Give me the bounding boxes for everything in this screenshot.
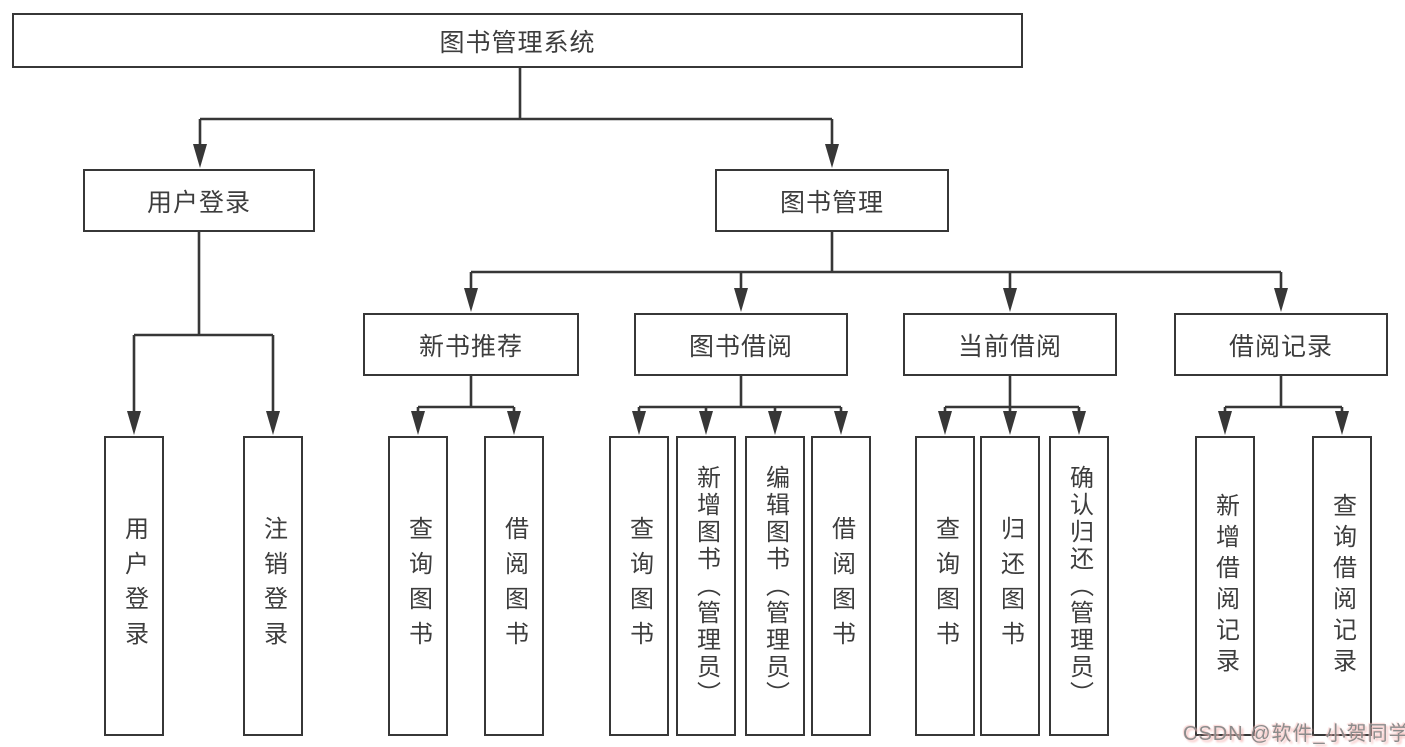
- leaf-bb-edit-books-admin: 编辑图书（管理员）: [745, 436, 805, 736]
- node-user-login: 用户登录: [83, 169, 315, 232]
- arrowhead: [464, 288, 478, 312]
- arrowhead: [734, 288, 748, 312]
- arrowhead: [507, 411, 521, 435]
- arrowhead: [699, 411, 713, 435]
- node-label: 注销登录: [259, 516, 287, 656]
- node-book-management: 图书管理: [715, 169, 949, 232]
- arrowhead: [825, 144, 839, 168]
- leaf-logout: 注销登录: [243, 436, 303, 736]
- leaf-nb-borrow-books: 借阅图书: [484, 436, 544, 736]
- connector-user-login: [132, 232, 275, 414]
- node-label: 用户登录: [120, 516, 148, 656]
- node-label: 用户登录: [146, 188, 251, 217]
- leaf-bb-query-books: 查询图书: [609, 436, 669, 736]
- node-label: 新增图书（管理员）: [692, 464, 720, 708]
- arrowhead: [768, 411, 782, 435]
- leaf-cb-return-books: 归还图书: [980, 436, 1040, 736]
- arrowhead: [266, 411, 280, 435]
- arrowhead: [411, 411, 425, 435]
- node-label: 当前借阅: [957, 332, 1062, 361]
- node-label: 查询图书: [625, 516, 653, 656]
- arrowhead: [1218, 411, 1232, 435]
- node-label: 借阅图书: [500, 516, 528, 656]
- arrowhead: [834, 411, 848, 435]
- leaf-cb-query-books: 查询图书: [915, 436, 975, 736]
- node-label: 查询图书: [404, 516, 432, 656]
- node-label: 新增借阅记录: [1211, 493, 1239, 679]
- arrowhead: [193, 144, 207, 168]
- node-book-borrow: 图书借阅: [634, 313, 848, 376]
- node-label: 借阅记录: [1228, 332, 1333, 361]
- leaf-br-query-record: 查询借阅记录: [1312, 436, 1372, 736]
- arrowhead: [1335, 411, 1349, 435]
- node-label: 归还图书: [996, 516, 1024, 656]
- connector-borrow-records: [1223, 376, 1344, 414]
- arrowhead: [1003, 288, 1017, 312]
- node-borrow-records: 借阅记录: [1174, 313, 1388, 376]
- csdn-watermark: CSDN @软件_小贺同学: [1183, 723, 1405, 745]
- node-label: 图书管理: [779, 188, 884, 217]
- connector-current-borrow: [943, 376, 1081, 414]
- leaf-br-add-record: 新增借阅记录: [1195, 436, 1255, 736]
- arrowhead: [1072, 411, 1086, 435]
- leaf-bb-add-books-admin: 新增图书（管理员）: [676, 436, 736, 736]
- connector-book-borrow: [637, 376, 843, 414]
- node-label: 编辑图书（管理员）: [761, 464, 789, 708]
- node-new-book-recommend: 新书推荐: [363, 313, 579, 376]
- connector-book-management: [469, 232, 1283, 292]
- leaf-cb-confirm-return-admin: 确认归还（管理员）: [1049, 436, 1109, 736]
- arrowhead: [127, 411, 141, 435]
- node-label: 新书推荐: [418, 332, 523, 361]
- node-label: 查询图书: [931, 516, 959, 656]
- arrowhead: [1274, 288, 1288, 312]
- node-label: 图书借阅: [688, 332, 793, 361]
- connector-root: [198, 68, 834, 150]
- arrowhead: [632, 411, 646, 435]
- node-label: 查询借阅记录: [1328, 493, 1356, 679]
- arrowhead: [938, 411, 952, 435]
- connector-new-book: [416, 376, 516, 414]
- node-label: 借阅图书: [827, 516, 855, 656]
- node-root: 图书管理系统: [12, 13, 1023, 68]
- node-label: 图书管理系统: [439, 28, 596, 57]
- leaf-user-login: 用户登录: [104, 436, 164, 736]
- arrowhead: [1003, 411, 1017, 435]
- node-current-borrow: 当前借阅: [903, 313, 1117, 376]
- leaf-bb-borrow-books: 借阅图书: [811, 436, 871, 736]
- node-label: 确认归还（管理员）: [1065, 464, 1093, 708]
- leaf-nb-query-books: 查询图书: [388, 436, 448, 736]
